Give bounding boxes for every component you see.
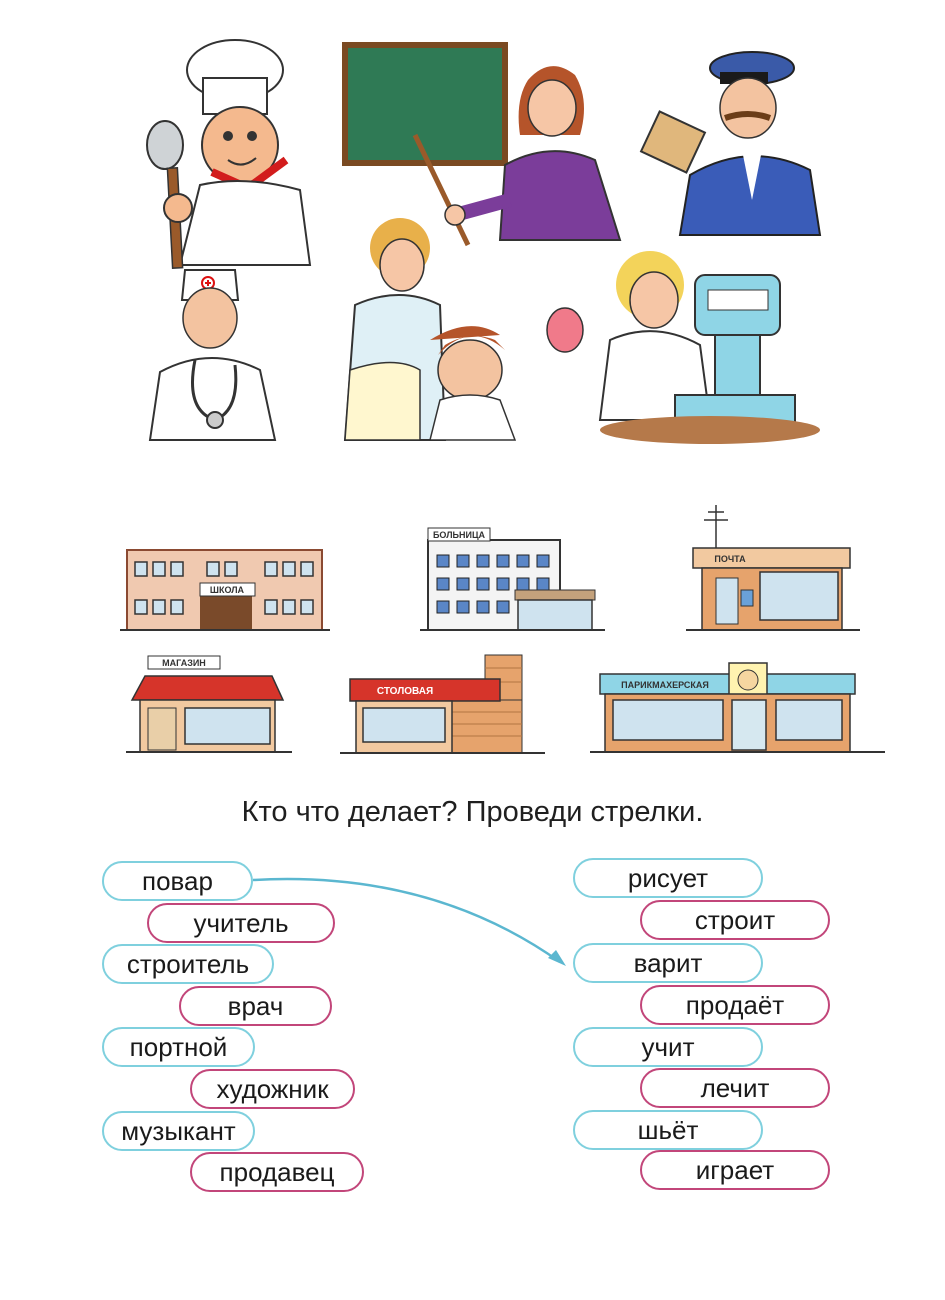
- action-heals[interactable]: лечит: [640, 1068, 830, 1108]
- post-building: ПОЧТА: [686, 505, 860, 631]
- people-illustrations: [146, 39, 822, 444]
- action-draws[interactable]: рисует: [573, 858, 763, 898]
- arrow-head-icon: [548, 950, 566, 966]
- cook-icon: [146, 39, 312, 269]
- action-builds[interactable]: строит: [640, 900, 830, 940]
- profession-cook[interactable]: повар: [102, 861, 253, 901]
- canteen-sign: СТОЛОВАЯ: [377, 686, 433, 697]
- action-cooks[interactable]: варит: [573, 943, 763, 983]
- postman-icon: [639, 51, 822, 236]
- school-building: ШКОЛА: [120, 549, 330, 631]
- canteen-building: СТОЛОВАЯ: [340, 654, 545, 754]
- hairdresser-sign: ПАРИКМАХЕРСКАЯ: [621, 680, 709, 690]
- doctor-icon: [148, 269, 277, 441]
- profession-teacher[interactable]: учитель: [147, 903, 335, 943]
- hairdresser-building: ПАРИКМАХЕРСКАЯ: [590, 662, 885, 753]
- hospital-building: БОЛЬНИЦА: [420, 527, 605, 631]
- action-teaches[interactable]: учит: [573, 1027, 763, 1067]
- profession-artist[interactable]: художник: [190, 1069, 355, 1109]
- teacher-icon: [342, 42, 622, 247]
- buildings-illustrations: ШКОЛА БОЛЬНИЦА ПОЧТА МАГАЗИН: [120, 505, 885, 754]
- action-plays[interactable]: играет: [640, 1150, 830, 1190]
- profession-tailor[interactable]: портной: [102, 1027, 255, 1067]
- profession-builder[interactable]: строитель: [102, 944, 274, 984]
- profession-doctor[interactable]: врач: [179, 986, 332, 1026]
- hairdresser-icon: [343, 218, 517, 441]
- shop-sign: МАГАЗИН: [162, 658, 206, 668]
- school-sign: ШКОЛА: [210, 585, 245, 595]
- shop-assistant-icon: [546, 251, 820, 444]
- profession-seller[interactable]: продавец: [190, 1152, 364, 1192]
- profession-musician[interactable]: музыкант: [102, 1111, 255, 1151]
- post-sign: ПОЧТА: [714, 554, 746, 564]
- hospital-sign: БОЛЬНИЦА: [433, 530, 486, 540]
- task-title: Кто что делает? Проведи стрелки.: [241, 796, 704, 828]
- action-sells[interactable]: продаёт: [640, 985, 830, 1025]
- shop-building: МАГАЗИН: [126, 655, 292, 753]
- action-sews[interactable]: шьёт: [573, 1110, 763, 1150]
